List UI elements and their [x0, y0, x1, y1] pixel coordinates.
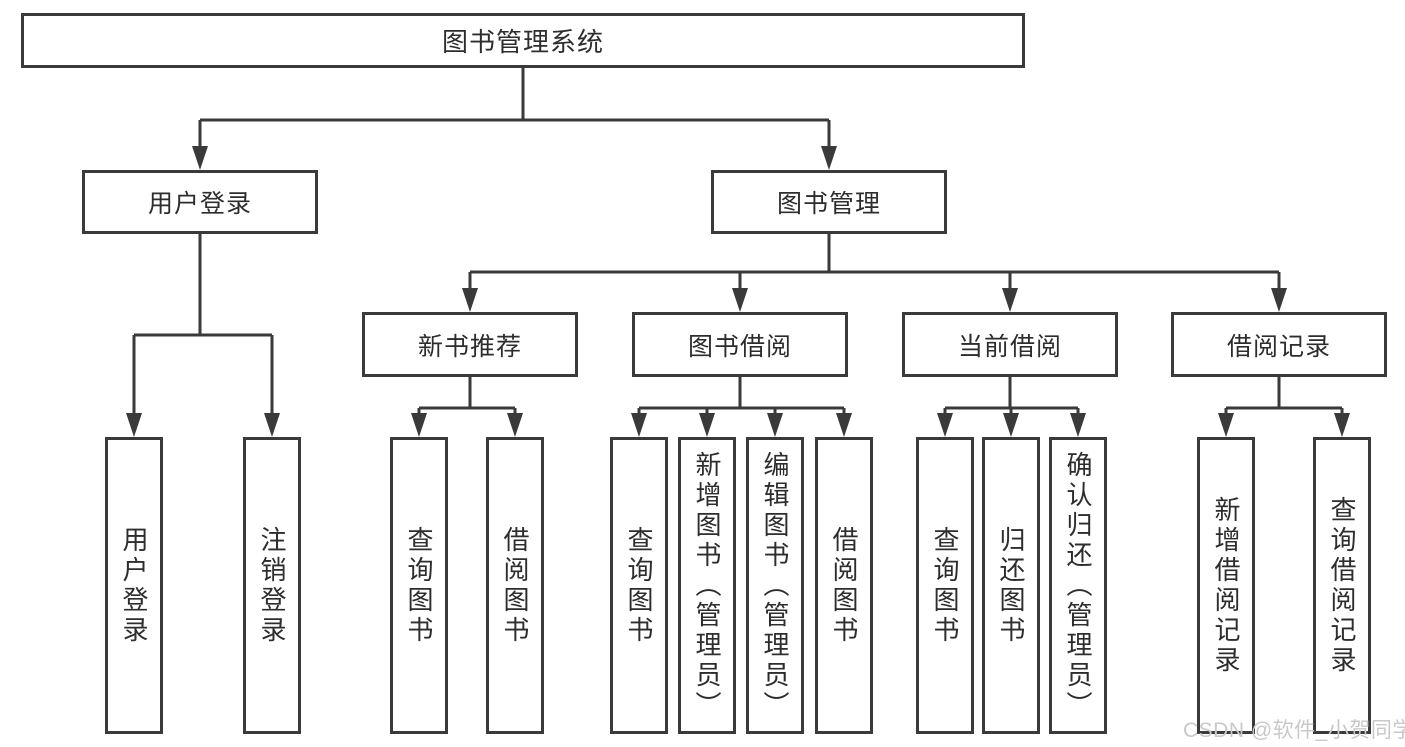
leaf-label: 借阅图书	[500, 525, 530, 646]
leaf-label: 查询借阅记录	[1327, 495, 1357, 676]
arrowhead	[767, 413, 783, 437]
arrowhead	[631, 413, 647, 437]
leaf-label: 新增图书（管理员）	[692, 450, 722, 721]
leaf-logout: 注销登录	[243, 437, 301, 734]
connector-root	[198, 68, 831, 152]
arrowhead	[126, 413, 142, 437]
arrowhead	[1002, 288, 1018, 312]
node-label: 当前借阅	[957, 332, 1062, 361]
node-book-borrowing: 图书借阅	[632, 312, 848, 377]
leaf-label: 用户登录	[119, 525, 149, 646]
arrowhead	[507, 413, 523, 437]
node-label: 借阅记录	[1226, 332, 1331, 361]
connector-user-login	[132, 234, 274, 419]
leaf-borrow-books-1: 借阅图书	[486, 437, 544, 734]
connector-book-borrow	[637, 377, 846, 419]
leaf-label: 确认归还（管理员）	[1063, 450, 1093, 721]
node-new-book-recommendation: 新书推荐	[362, 312, 578, 377]
arrowheads	[126, 146, 1350, 437]
leaf-user-login: 用户登录	[105, 437, 163, 734]
node-label: 用户登录	[147, 190, 252, 218]
node-label: 图书管理系统	[441, 27, 604, 57]
leaf-query-borrow-record: 查询借阅记录	[1313, 437, 1371, 734]
arrowhead	[732, 288, 748, 312]
node-label: 图书管理	[776, 190, 881, 218]
connector-borrow-records	[1224, 377, 1344, 419]
node-label: 图书借阅	[687, 332, 792, 361]
arrowhead	[192, 146, 208, 170]
node-label: 新书推荐	[417, 332, 522, 361]
node-book-management: 图书管理	[711, 170, 947, 234]
leaf-label: 借阅图书	[829, 525, 859, 646]
leaf-label: 新增借阅记录	[1211, 495, 1241, 676]
arrowhead	[699, 413, 715, 437]
arrowhead	[264, 413, 280, 437]
arrowhead	[462, 288, 478, 312]
connector-current-borrow	[943, 377, 1080, 419]
csdn-watermark: CSDN @软件_小贺同学	[1183, 719, 1405, 742]
connector-book-mgmt	[468, 234, 1281, 294]
node-library-management-system: 图书管理系统	[21, 13, 1025, 68]
leaf-label: 归还图书	[996, 525, 1026, 646]
arrowhead	[1070, 413, 1086, 437]
leaf-label: 查询图书	[624, 525, 654, 646]
arrowhead	[1334, 413, 1350, 437]
connector-new-books	[417, 377, 517, 419]
leaf-confirm-return-admin: 确认归还（管理员）	[1049, 437, 1107, 734]
leaf-query-books-2: 查询图书	[610, 437, 668, 734]
arrowhead	[1218, 413, 1234, 437]
leaf-label: 查询图书	[930, 525, 960, 646]
leaf-label: 编辑图书（管理员）	[760, 450, 790, 721]
arrowhead	[836, 413, 852, 437]
node-user-login: 用户登录	[82, 170, 318, 234]
node-current-borrowing: 当前借阅	[902, 312, 1118, 377]
leaf-add-borrow-record: 新增借阅记录	[1197, 437, 1255, 734]
leaf-return-book: 归还图书	[982, 437, 1040, 734]
leaf-add-book-admin: 新增图书（管理员）	[678, 437, 736, 734]
leaf-borrow-books-2: 借阅图书	[815, 437, 873, 734]
leaf-label: 查询图书	[404, 525, 434, 646]
node-borrowing-records: 借阅记录	[1171, 312, 1387, 377]
leaf-query-books-3: 查询图书	[916, 437, 974, 734]
arrowhead	[937, 413, 953, 437]
arrowhead	[411, 413, 427, 437]
arrowhead	[821, 146, 837, 170]
leaf-edit-book-admin: 编辑图书（管理员）	[746, 437, 804, 734]
arrowhead	[1003, 413, 1019, 437]
arrowhead	[1271, 288, 1287, 312]
leaf-label: 注销登录	[257, 525, 287, 646]
leaf-query-books-1: 查询图书	[390, 437, 448, 734]
